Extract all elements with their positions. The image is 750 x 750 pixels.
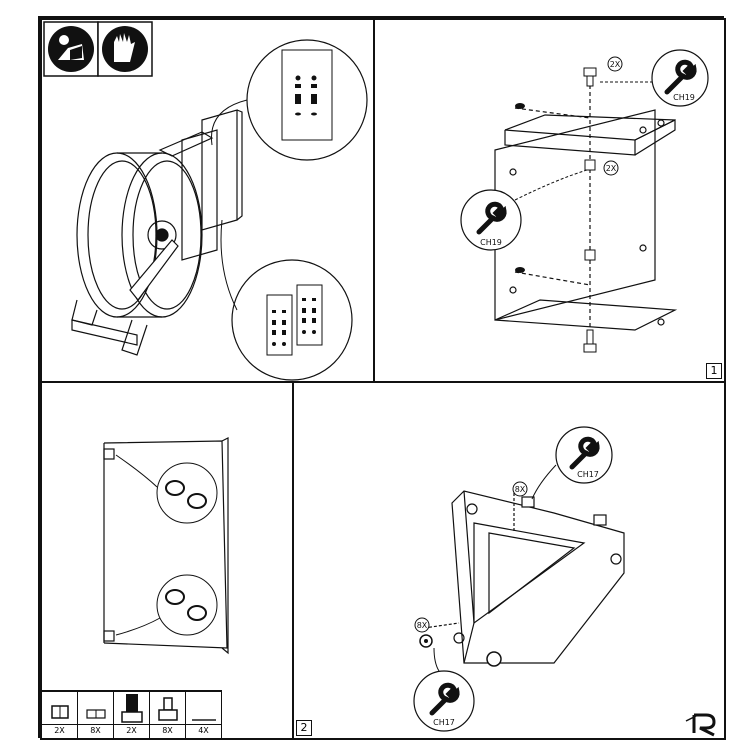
- hose-reel: [71, 152, 203, 356]
- qty-badge-8x-top: 8X: [512, 481, 528, 497]
- spacer-upper: [584, 159, 596, 171]
- hardware-cell-spacer: 4X: [186, 692, 222, 738]
- callout-bolts-bottom: [220, 219, 353, 381]
- callout-holes-upper: [115, 454, 218, 524]
- wall-bracket: [158, 109, 243, 261]
- hardware-qty: 8X: [78, 724, 113, 738]
- hex-bolt-top: [583, 67, 597, 87]
- svg-text:CH19: CH19: [673, 93, 695, 102]
- step2-illustration: 8X 8X CH17 CH17: [413, 426, 716, 737]
- hex-nut-top-left: [521, 496, 535, 508]
- step-number-1: 1: [706, 363, 722, 379]
- hex-nut-top-right: [593, 514, 607, 526]
- hardware-qty: 4X: [186, 724, 221, 738]
- bracket-plate: [494, 78, 678, 340]
- panel-step-1: 2X 2X CH19 CH19 1: [373, 18, 726, 383]
- read-manual-icon: [43, 21, 99, 77]
- brand-logo: [685, 713, 716, 737]
- spacer-icon: [192, 719, 216, 721]
- bracket-frame: [103, 437, 229, 655]
- hardware-qty: 2X: [42, 724, 77, 738]
- svg-text:8X: 8X: [417, 621, 428, 630]
- qty-badge-2x-top: 2X: [607, 56, 623, 72]
- hex-bolt-bottom: [583, 329, 597, 353]
- bolt-icon: [121, 694, 143, 723]
- arm-bracket: [423, 490, 625, 664]
- bracket-view-illustration: [103, 437, 229, 655]
- wrench-ch17-bottom: CH17: [413, 647, 475, 732]
- nut-upper: [515, 103, 525, 109]
- svg-text:2X: 2X: [606, 164, 617, 173]
- svg-text:CH17: CH17: [577, 470, 599, 479]
- wear-gloves-icon: [97, 21, 153, 77]
- hex-nut-bottom: [486, 651, 502, 667]
- callout-holes-lower: [115, 574, 218, 636]
- hardware-table: 2X 8X 2X 8X 4X: [42, 690, 222, 738]
- hardware-cell-screw: 8X: [150, 692, 186, 738]
- step1-illustration: 2X 2X CH19 CH19: [460, 49, 709, 353]
- hardware-qty: 2X: [114, 724, 149, 738]
- hardware-cell-washer: 8X: [78, 692, 114, 738]
- hardware-qty: 8X: [150, 724, 185, 738]
- instruction-sheet: 2X 2X CH19 CH19 1: [38, 16, 726, 740]
- svg-text:CH17: CH17: [433, 718, 455, 727]
- qty-badge-2x-mid: 2X: [603, 160, 619, 176]
- panel-bracket-view: 2X 8X 2X 8X 4X: [40, 381, 294, 740]
- overview-illustration: [43, 21, 368, 381]
- wrench-ch19-left: CH19: [460, 169, 588, 251]
- qty-badge-8x-left: 8X: [414, 617, 430, 633]
- svg-text:CH19: CH19: [480, 238, 502, 247]
- svg-text:8X: 8X: [515, 485, 526, 494]
- washer-icon: [86, 709, 106, 719]
- screw-icon: [158, 697, 178, 721]
- spacer-lower: [584, 249, 596, 261]
- hardware-cell-bolt: 2X: [114, 692, 150, 738]
- wrench-ch19-top: CH19: [600, 49, 709, 107]
- nut-lower: [515, 267, 525, 273]
- callout-bolts-top: [210, 39, 368, 161]
- hardware-cell-nut: 2X: [42, 692, 78, 738]
- panel-step-2: 8X 8X CH17 CH17: [292, 381, 726, 740]
- washer-left: [419, 634, 433, 648]
- panel-overview: [40, 18, 375, 383]
- step-number-2: 2: [296, 720, 312, 736]
- wrench-ch17-top: CH17: [531, 426, 613, 500]
- svg-text:2X: 2X: [610, 60, 621, 69]
- nut-icon: [51, 705, 69, 719]
